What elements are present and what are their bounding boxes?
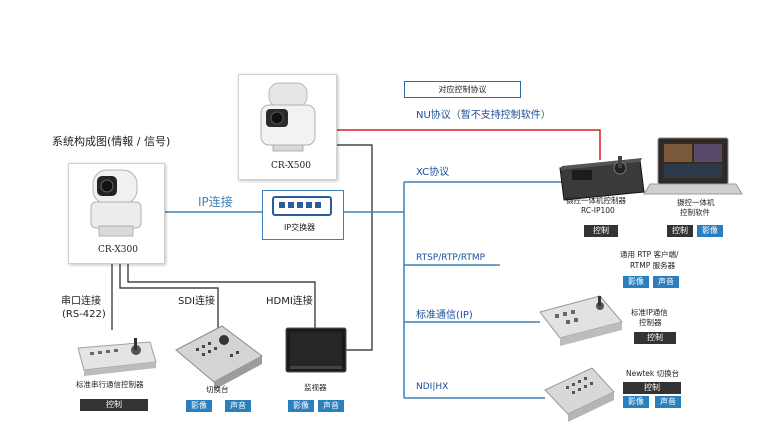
software-control-tag: 控制 [667,225,693,237]
ip-switch-box[interactable]: IP交换器 [262,190,344,240]
hdmi-line [127,262,316,328]
serial-control-tag: 控制 [80,399,148,411]
ndi-protocol-label: NDI|HX [416,382,449,392]
cr-x300-label: CR-X300 [98,245,138,255]
newtek-control-tag: 控制 [623,382,681,394]
monitor-video-tag: 影像 [288,400,314,412]
nu-protocol-line [335,129,601,160]
serial-label: 串口连接 [61,296,101,307]
protocol-header-label: 对应控制协议 [438,85,487,94]
serial-standard-label: (RS-422) [62,309,106,320]
rc-ip100-name: 摄控一体机控制器 [566,196,626,205]
monitor-name: 监视器 [304,383,327,392]
ip-switch-label: IP交换器 [284,223,316,232]
rtp-client-name: 通用 RTP 客户端/ [620,250,679,259]
software-line2: 控制软件 [680,208,710,217]
hdmi-label: HDMI连接 [266,296,313,307]
sdi-label: SDI连接 [178,296,215,307]
xc-protocol-label: XC协议 [416,167,450,178]
monitor-audio-tag: 声音 [318,400,344,412]
newtek-video-tag: 影像 [623,396,649,408]
rc-ip100-control-tag: 控制 [584,225,618,237]
network-switch-icon [272,196,332,216]
cr-x300-card[interactable]: CR-X300 [68,163,165,264]
protocol-header-box: 对应控制协议 [404,81,521,98]
system-title: 系统构成图(情報 / 信号) [52,135,171,148]
nu-protocol-label: NU协议（暂不支持控制软件） [416,110,551,121]
switcher-name: 切换台 [206,385,229,394]
newtek-audio-tag: 声音 [655,396,681,408]
camera-icon [90,169,142,237]
sdi-line [119,262,219,328]
switcher-video-tag: 影像 [186,400,212,412]
rtp-audio-tag: 声音 [653,276,679,288]
std-ip-protocol-label: 标准通信(IP) [416,310,473,321]
cr-x500-card[interactable]: CR-X500 [238,74,337,180]
std-ip-controller-line2: 控制器 [639,318,662,327]
camera-icon [260,82,316,152]
std-ip-control-tag: 控制 [634,332,676,344]
rtp-server-name: RTMP 服务器 [630,261,676,270]
serial-controller-name: 标准串行通信控制器 [76,380,144,389]
rc-ip100-model: RC-IP100 [581,206,615,215]
cr-x500-label: CR-X500 [271,161,311,171]
cr-x500-to-monitor-line [335,144,373,351]
newtek-name: Newtek 切换台 [626,369,680,378]
software-name: 摄控一体机 [677,198,715,207]
ip-link-label: IP连接 [198,195,233,209]
std-ip-controller-name: 标准IP通信 [631,308,668,317]
rtsp-protocol-label: RTSP/RTP/RTMP [416,253,486,263]
software-video-tag: 影像 [697,225,723,237]
rtp-video-tag: 影像 [623,276,649,288]
switcher-audio-tag: 声音 [225,400,251,412]
